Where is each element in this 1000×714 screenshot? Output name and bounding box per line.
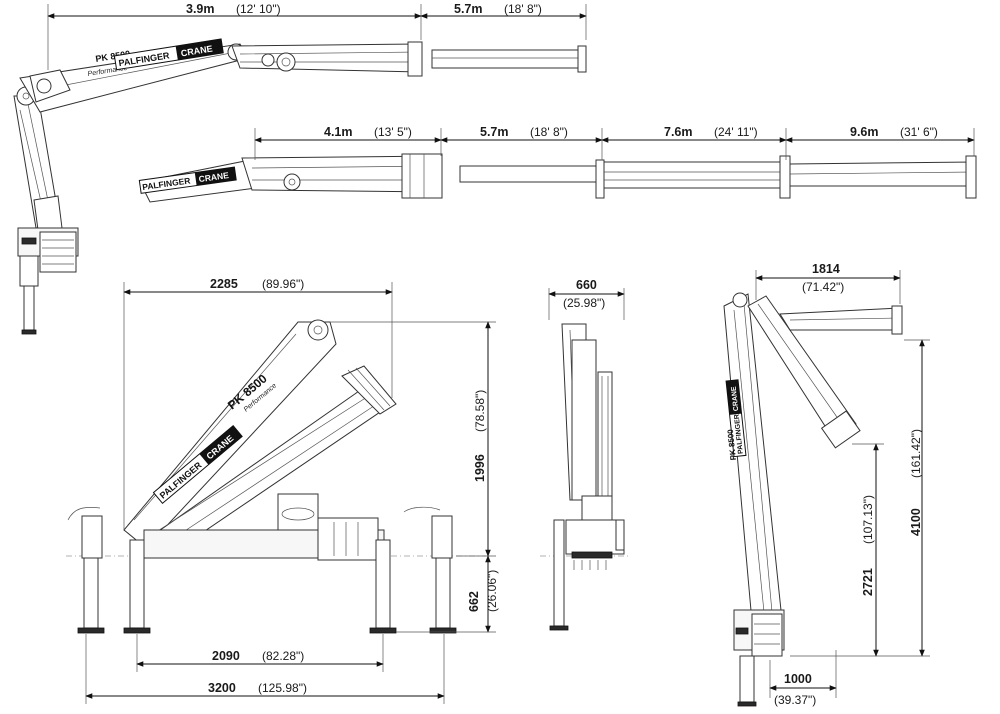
logo-lower-crane: CRANE (198, 170, 230, 184)
front-height-mm: 1996 (473, 454, 487, 482)
reach-upper-1-ft: (12' 10") (236, 2, 281, 16)
stab-inner-in: (82.28") (262, 649, 304, 663)
front-width-mm: 2285 (210, 277, 238, 291)
total-height-mm: 4100 (909, 508, 923, 536)
logo-upper: PALFINGER CRANE (113, 38, 224, 71)
logo-height: PALFINGER CRANE (725, 379, 747, 458)
front-below-mm: 662 (467, 591, 481, 612)
boom-reach-mm: 1814 (812, 262, 840, 276)
outer-boom (231, 43, 421, 73)
boom-reach-in: (71.42") (802, 280, 844, 294)
logo-height-brand: PALFINGER (734, 414, 745, 454)
front-view: PALFINGER CRANE PK 8500 Performance 2285… (66, 277, 499, 704)
front-below-in: (26.06") (485, 570, 499, 612)
stabilizer-legs (67, 506, 457, 634)
reach-lower-1-ft: (13' 5") (374, 125, 412, 139)
tip-height-in: (107.13") (861, 495, 875, 544)
reach-lower-2-m: 5.7m (480, 125, 509, 139)
reach-view-lower: PALFINGER CRANE 4.1m (13' 5") 5.7m (18' … (138, 125, 977, 203)
reach-lower-4-ft: (31' 6") (900, 125, 938, 139)
total-height-in: (161.42") (909, 429, 923, 478)
reach-upper-2-m: 5.7m (454, 2, 483, 16)
reach-upper-2-ft: (18' 8") (504, 2, 542, 16)
side-width-mm: 660 (576, 278, 597, 292)
reach-lower-1-m: 4.1m (324, 125, 353, 139)
front-width-in: (89.96") (262, 277, 304, 291)
reach-view-upper: PK 8500 Performance PALFINGER CRANE 3.9m… (13, 2, 587, 335)
reach-lower-2-ft: (18' 8") (530, 125, 568, 139)
reach-lower-3-m: 7.6m (664, 125, 693, 139)
stab-inner-mm: 2090 (212, 649, 240, 663)
base-offset-in: (39.37") (774, 693, 816, 707)
tip-height-mm: 2721 (861, 568, 875, 596)
logo-height-crane: CRANE (731, 386, 741, 412)
reach-lower-4-m: 9.6m (850, 125, 879, 139)
stab-outer-in: (125.98") (258, 681, 307, 695)
base-offset-mm: 1000 (784, 672, 812, 686)
side-view: 660 (25.98") (540, 278, 630, 631)
crane-column (13, 86, 79, 335)
stab-outer-mm: 3200 (208, 681, 236, 695)
boom-extension (431, 49, 585, 69)
reach-lower-3-ft: (24' 11") (714, 125, 758, 139)
logo-lower: PALFINGER CRANE (138, 166, 237, 194)
height-view: PALFINGER CRANE PK 8500 1814 (71.42") 41… (723, 262, 930, 707)
logo-upper-crane: CRANE (180, 44, 213, 59)
side-width-in: (25.98") (563, 296, 605, 310)
front-height-in: (78.58") (473, 390, 487, 432)
reach-upper-1-m: 3.9m (186, 2, 215, 16)
model-label-height: PK 8500 (726, 428, 738, 460)
